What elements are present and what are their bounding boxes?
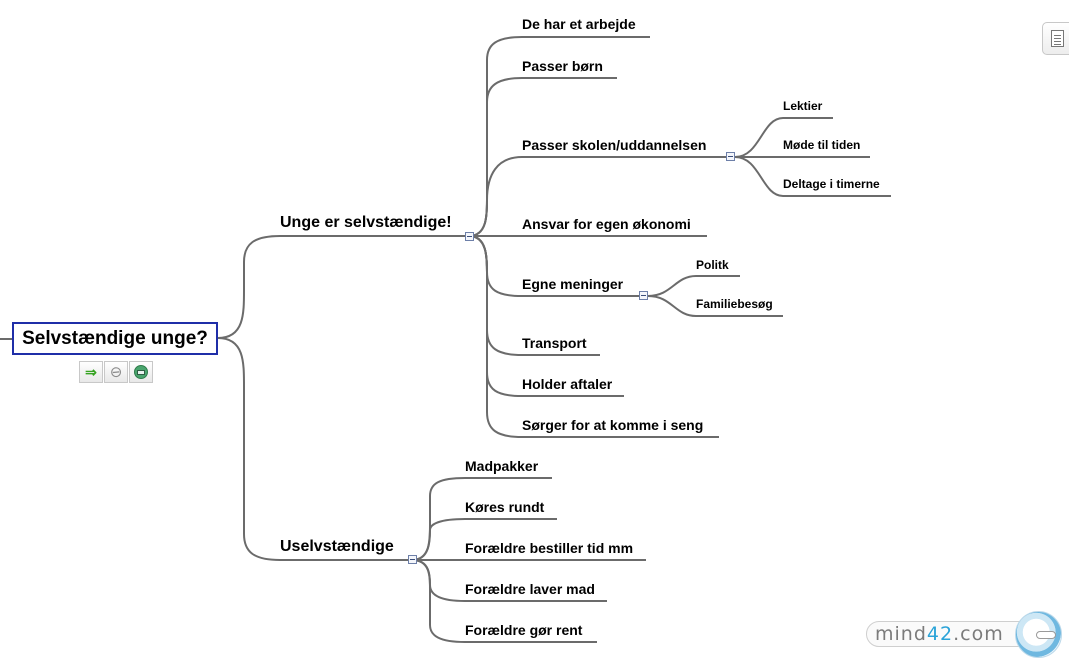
node-foraeldre-goer-rent[interactable]: Forældre gør rent [465, 622, 583, 638]
connector-line [468, 235, 719, 438]
node-deltage-i-timerne[interactable]: Deltage i timerne [783, 177, 880, 191]
connector-line [411, 559, 597, 643]
connector-line [217, 235, 469, 339]
node-passer-skolen[interactable]: Passer skolen/uddannelsen [522, 137, 707, 153]
node-transport[interactable]: Transport [522, 335, 587, 351]
root-action-toolbar: ⇒ ⊘ [79, 361, 154, 383]
collapse-toggle-icon[interactable] [726, 152, 735, 161]
node-soerger-for-at-komme-i-seng[interactable]: Sørger for at komme i seng [522, 417, 704, 433]
node-egne-meninger[interactable]: Egne meninger [522, 276, 624, 292]
connector-line [217, 337, 412, 561]
collapse-toggle-icon[interactable] [639, 291, 648, 300]
brand-name: mind42.com [866, 621, 1045, 647]
connector-line [734, 117, 833, 158]
root-label: Selvstændige unge? [22, 327, 208, 349]
connector-line [647, 295, 783, 317]
node-lektier[interactable]: Lektier [783, 99, 823, 113]
collapse-toggle-icon[interactable] [465, 232, 474, 241]
node-foraeldre-bestiller-tid[interactable]: Forældre bestiller tid mm [465, 540, 634, 556]
branch-node-uselvstaendige[interactable]: Uselvstændige [280, 538, 394, 555]
node-madpakker[interactable]: Madpakker [465, 458, 539, 474]
brand-logo: mind42.com [866, 610, 1066, 662]
node-familiebesoeg[interactable]: Familiebesøg [696, 297, 773, 311]
notes-panel-button[interactable] [1042, 22, 1069, 55]
mind42-logo-icon [1015, 611, 1062, 658]
node-passer-boern[interactable]: Passer børn [522, 58, 603, 74]
arrow-right-icon[interactable]: ⇒ [79, 361, 103, 383]
connector-line [734, 156, 891, 197]
connector-line [647, 275, 740, 297]
connector-line [468, 235, 624, 397]
document-icon [1051, 30, 1064, 47]
node-de-har-et-arbejde[interactable]: De har et arbejde [522, 16, 636, 32]
branch-node-unge-er-selvstaendige[interactable]: Unge er selvstændige! [280, 214, 452, 231]
node-foraeldre-laver-mad[interactable]: Forældre laver mad [465, 581, 595, 597]
root-node[interactable]: Selvstændige unge? [12, 322, 218, 355]
email-icon[interactable] [129, 361, 153, 383]
node-koeres-rundt[interactable]: Køres rundt [465, 499, 545, 515]
node-holder-aftaler[interactable]: Holder aftaler [522, 376, 613, 392]
connector-line [411, 518, 557, 561]
collapse-toggle-icon[interactable] [408, 555, 417, 564]
node-politk[interactable]: Politk [696, 258, 729, 272]
connector-line [468, 156, 730, 237]
paperclip-icon[interactable]: ⊘ [104, 361, 128, 383]
node-moede-til-tiden[interactable]: Møde til tiden [783, 138, 861, 152]
node-ansvar-for-egen-oekonomi[interactable]: Ansvar for egen økonomi [522, 216, 691, 232]
